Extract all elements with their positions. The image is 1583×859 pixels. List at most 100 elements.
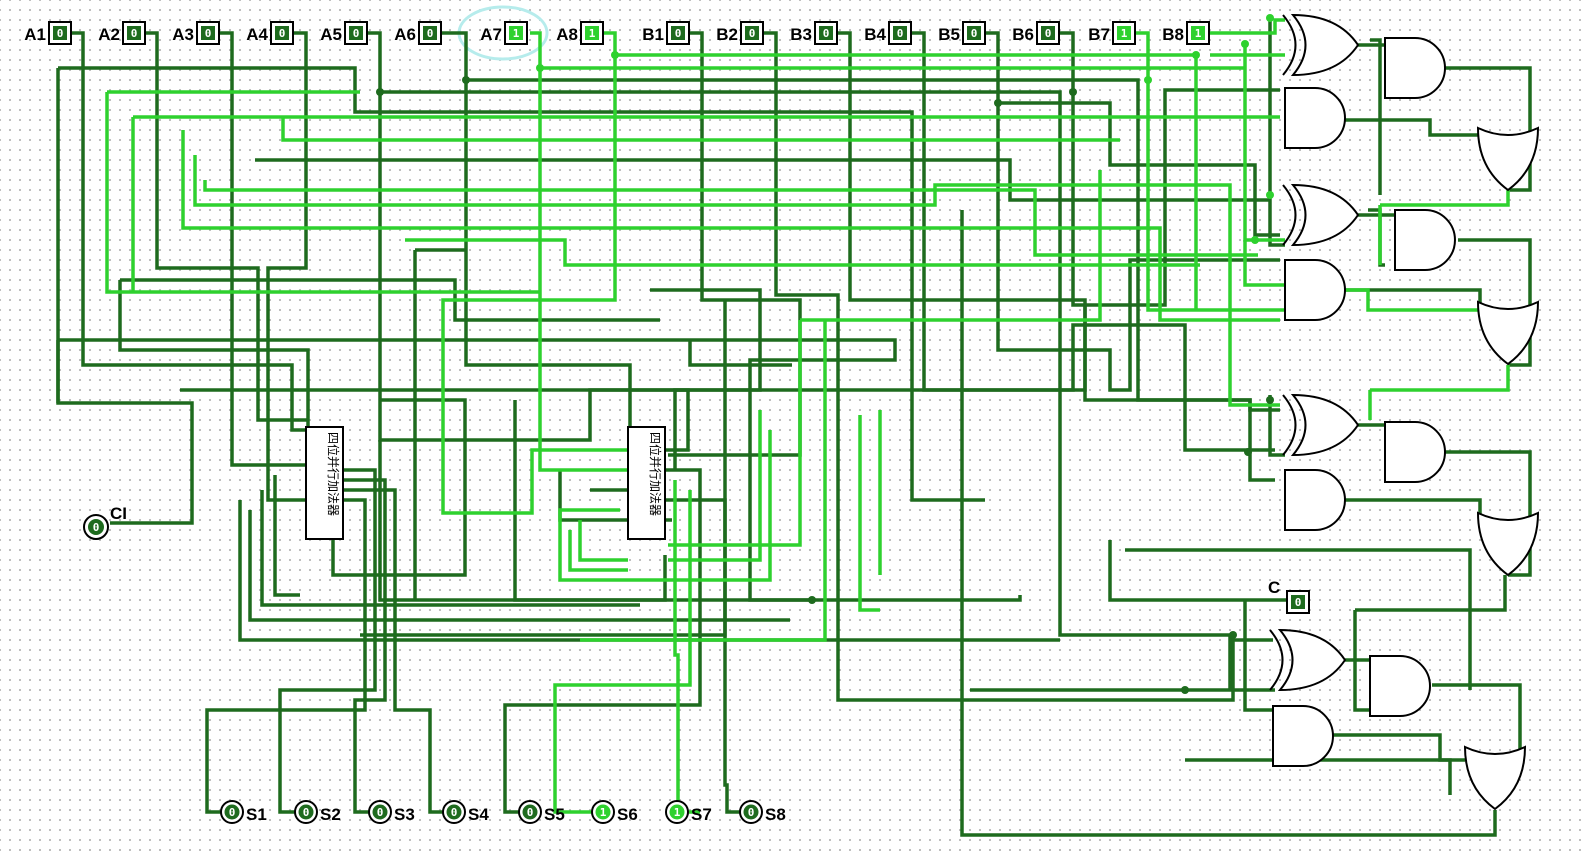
output-pin-s4: 0 S4 <box>442 800 489 824</box>
input-pin-value: 0 <box>353 27 360 40</box>
adder-label: 四位并行加法器 <box>326 432 341 516</box>
input-pin-a3[interactable]: A3 0 <box>172 21 220 45</box>
input-pin-label: B1 <box>642 25 664 44</box>
input-pin-value: 1 <box>1121 27 1128 40</box>
wires-high <box>105 18 1510 814</box>
input-pin-b4[interactable]: B4 0 <box>864 21 912 45</box>
xor-gate[interactable] <box>1282 13 1360 77</box>
input-pin-label: A3 <box>172 25 194 44</box>
input-pin-label: B2 <box>716 25 738 44</box>
input-pin-label: A2 <box>98 25 120 44</box>
and-gate[interactable] <box>1284 87 1346 149</box>
input-pin-label: B4 <box>864 25 886 44</box>
input-pin-a1[interactable]: A1 0 <box>24 21 72 45</box>
output-pin-s8: 0 S8 <box>739 800 786 824</box>
input-pin-value: 0 <box>279 27 286 40</box>
input-pin-label: B5 <box>938 25 960 44</box>
input-pin-value: 0 <box>427 27 434 40</box>
input-pin-label: B3 <box>790 25 812 44</box>
adder-chip-1[interactable]: 四位并行加法器 <box>305 426 344 540</box>
input-pin-value: 1 <box>513 27 520 40</box>
output-pin-value: 0 <box>527 806 534 819</box>
input-pin-b2[interactable]: B2 0 <box>716 21 764 45</box>
output-pin-s5: 0 S5 <box>518 800 565 824</box>
input-pin-a8[interactable]: A8 1 <box>556 21 604 45</box>
output-pin-value: 0 <box>303 806 310 819</box>
input-pin-b3[interactable]: B3 0 <box>790 21 838 45</box>
input-pin-label: A6 <box>394 25 416 44</box>
input-pin-label: A8 <box>556 25 578 44</box>
and-gate[interactable] <box>1284 259 1346 321</box>
output-pin-label: S8 <box>765 805 786 824</box>
input-pin-label: B6 <box>1012 25 1034 44</box>
output-pin-value: 0 <box>229 806 236 819</box>
or-gate[interactable] <box>1476 511 1540 577</box>
input-pin-value: 1 <box>589 27 596 40</box>
input-pin-value: 0 <box>897 27 904 40</box>
output-pin-value: 0 <box>377 806 384 819</box>
input-pin-label: B8 <box>1162 25 1184 44</box>
and-gate[interactable] <box>1384 421 1446 483</box>
xor-gate[interactable] <box>1269 628 1347 692</box>
xor-gate[interactable] <box>1282 393 1360 457</box>
input-pin-value: 0 <box>675 27 682 40</box>
output-pin-label: S5 <box>544 805 565 824</box>
input-pin-b5[interactable]: B5 0 <box>938 21 986 45</box>
input-pin-value: 0 <box>205 27 212 40</box>
input-pin-label: A5 <box>320 25 342 44</box>
input-pin-a5[interactable]: A5 0 <box>320 21 368 45</box>
input-pin-a6[interactable]: A6 0 <box>394 21 442 45</box>
carry-out-value: 0 <box>1295 596 1302 609</box>
input-pin-value: 0 <box>971 27 978 40</box>
output-pin-label: S2 <box>320 805 341 824</box>
or-gate[interactable] <box>1476 300 1540 366</box>
and-gate[interactable] <box>1384 37 1446 99</box>
output-pin-label: S6 <box>617 805 638 824</box>
carry-in-label: CI <box>110 504 127 523</box>
output-pin-label: S4 <box>468 805 489 824</box>
input-pin-label: B7 <box>1088 25 1110 44</box>
carry-out-label: C <box>1268 578 1280 597</box>
carry-in-value: 0 <box>93 521 100 534</box>
output-pin-s3: 0 S3 <box>368 800 415 824</box>
adder-label: 四位并行加法器 <box>648 432 663 516</box>
junctions <box>376 76 1274 694</box>
and-gate[interactable] <box>1272 705 1334 767</box>
input-pin-value: 0 <box>131 27 138 40</box>
output-pin-value: 1 <box>674 806 681 819</box>
wires-low <box>56 20 1532 837</box>
input-pin-b1[interactable]: B1 0 <box>642 21 690 45</box>
input-pin-a2[interactable]: A2 0 <box>98 21 146 45</box>
or-gate[interactable] <box>1463 745 1527 811</box>
and-gate[interactable] <box>1284 469 1346 531</box>
or-gate[interactable] <box>1476 126 1540 192</box>
input-pin-b6[interactable]: B6 0 <box>1012 21 1060 45</box>
output-pin-label: S7 <box>691 805 712 824</box>
input-pin-value: 0 <box>749 27 756 40</box>
input-pin-value: 0 <box>57 27 64 40</box>
output-pin-label: S1 <box>246 805 267 824</box>
output-pin-s1: 0 S1 <box>220 800 267 824</box>
and-gate[interactable] <box>1369 655 1431 717</box>
input-pin-b8[interactable]: B8 1 <box>1162 21 1210 45</box>
carry-out-pin: 0 C <box>1268 578 1310 614</box>
input-pin-value: 0 <box>823 27 830 40</box>
and-gate[interactable] <box>1394 209 1456 271</box>
input-pin-value: 1 <box>1195 27 1202 40</box>
input-pin-a4[interactable]: A4 0 <box>246 21 294 45</box>
output-pin-label: S3 <box>394 805 415 824</box>
input-pin-b7[interactable]: B7 1 <box>1088 21 1136 45</box>
input-pin-label: A4 <box>246 25 268 44</box>
xor-gate[interactable] <box>1282 183 1360 247</box>
output-pin-value: 0 <box>748 806 755 819</box>
carry-in-pin[interactable]: 0 CI <box>83 504 127 540</box>
output-pin-s7: 1 S7 <box>665 800 712 824</box>
output-pin-value: 1 <box>600 806 607 819</box>
output-pin-value: 0 <box>451 806 458 819</box>
output-pin-s6: 1 S6 <box>591 800 638 824</box>
input-pin-label: A1 <box>24 25 46 44</box>
adder-chip-2[interactable]: 四位并行加法器 <box>627 426 666 540</box>
input-pin-value: 0 <box>1045 27 1052 40</box>
